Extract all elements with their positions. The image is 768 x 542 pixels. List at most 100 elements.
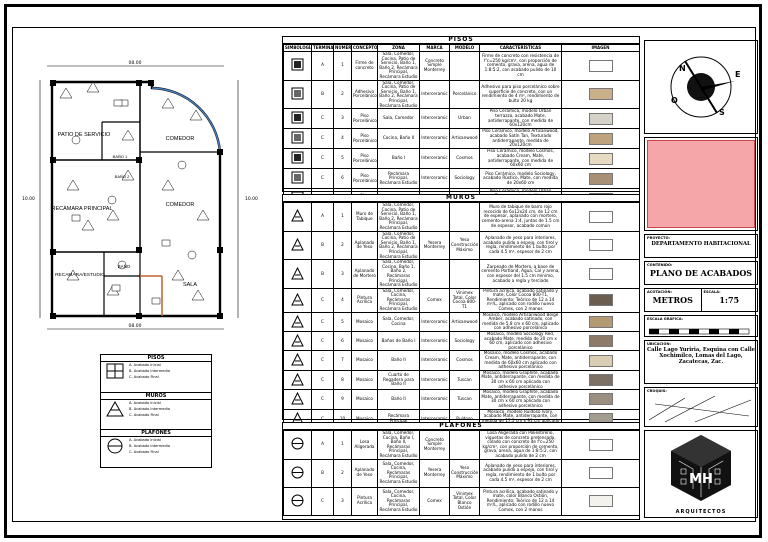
terminado-cell: A — [311, 202, 334, 232]
zona-cell: Sala, Comedor, Cocina, Recámaras Princip… — [377, 486, 420, 516]
col-header: MODELO — [449, 44, 480, 52]
concepto-cell: Adhesivo Porcelánico — [351, 79, 378, 110]
modelo-cell: Tuscan — [449, 389, 480, 410]
concepto-cell: Mosaico — [351, 331, 378, 352]
acotacion-escala-box: ACOTACIÓN: METROS ESCALA: 1:75 — [644, 288, 758, 312]
caracteristicas-cell: Aplanado de yeso para interiores, acabad… — [479, 230, 562, 261]
col-header: CONCEPTO — [351, 44, 378, 52]
concepto-cell: Piso Porcelánico — [351, 128, 378, 150]
muros-symbol-icon — [291, 391, 304, 405]
zona-cell: Sala, Comedor, Cocina, Recámaras Princip… — [377, 287, 420, 313]
zona-cell: Sala, Comedor, Cocina, Patio de Servicio… — [377, 202, 420, 232]
concepto-cell: Mosaico — [351, 389, 378, 410]
image-cell — [561, 51, 640, 81]
modelo-cell: Yeso Construcción Máximo — [449, 458, 480, 488]
modelo-cell: Urban — [449, 108, 480, 130]
modelo-cell: Vinimex Total, Color Blanco Ostión — [449, 486, 480, 516]
inner-frame — [12, 27, 756, 522]
marca-cell: Yesera Monterrey — [419, 230, 450, 261]
numero-cell: 2 — [333, 230, 352, 261]
symbol-cell — [283, 389, 312, 410]
symbol-cell — [283, 51, 312, 81]
legend-muros-line-3: C. Acabado Final — [129, 412, 159, 417]
pisos-grid: SIMBOLOGÍATERMINADONÚMEROCONCEPTOZONAMAR… — [283, 44, 640, 210]
finish-swatch — [588, 172, 613, 185]
contenido-value: PLANO DE ACABADOS — [649, 268, 753, 278]
compass-box: N S E O — [644, 40, 758, 134]
logo-text: MH — [689, 472, 713, 487]
image-cell — [561, 331, 640, 352]
proyecto-value: DEPARTAMENTO HABITACIONAL — [651, 241, 751, 247]
graphic-scale-bar — [648, 328, 750, 335]
marca-cell: Interceramic — [419, 168, 450, 190]
marca-cell: Comex — [419, 287, 450, 313]
terminado-cell: C — [311, 287, 334, 313]
numero-cell: 6 — [333, 168, 352, 190]
numero-cell: 1 — [333, 202, 352, 232]
caracteristicas-cell: Zarpeado de Mortero, a base de cemento P… — [479, 259, 562, 289]
dim-bottom: 08.00 — [129, 323, 142, 329]
caracteristicas-cell: Mosaico, modelo Sociology Red, acabado M… — [479, 331, 562, 352]
arquitectos-label: ARQUITECTOS — [675, 509, 727, 515]
finish-swatch — [588, 88, 613, 101]
contenido-box: CONTENIDO: PLANO DE ACABADOS — [644, 261, 758, 285]
image-cell — [561, 287, 640, 313]
terminado-cell: C — [311, 311, 334, 333]
col-header: ZONA — [377, 44, 420, 52]
symbol-cell — [283, 202, 312, 232]
logo-box: MH ARQUITECTOS — [644, 430, 758, 518]
muros-symbol-icon — [291, 266, 304, 280]
zona-cell: Sala, Comedor, Cocina, Baño 1, Baño 2, R… — [377, 259, 420, 289]
room-bano: BAÑO — [118, 263, 131, 269]
legend-plafones-line-1: A. Acabado Inicial — [129, 438, 161, 443]
symbol-cell — [283, 168, 312, 190]
legend-pisos-line-3: C. Acabado Final — [129, 375, 159, 379]
finish-swatch — [588, 132, 613, 145]
image-cell — [561, 369, 640, 391]
concepto-cell: Firme de concreto — [351, 51, 378, 81]
legend-plafones: PLAFONES A. Acabado Inicial B. Acabado I… — [101, 430, 211, 467]
numero-cell: 5 — [333, 148, 352, 170]
terminado-cell: C — [311, 128, 334, 150]
zona-cell: Sala, Comedor, Cocina, Patio de Servicio… — [377, 79, 420, 110]
compass-s: S — [719, 108, 725, 117]
acotacion-value: METROS — [652, 295, 693, 305]
pisos-table: PISOS SIMBOLOGÍATERMINADONÚMEROCONCEPTOZ… — [282, 36, 640, 210]
room-patio: PATIO DE SERVICIO — [58, 132, 111, 138]
modelo-cell: Sociology — [449, 168, 480, 190]
modelo-cell: Cosmos — [449, 148, 480, 170]
numero-cell: 5 — [333, 311, 352, 333]
compass-w: O — [671, 96, 678, 105]
legend-muros-title: MUROS — [101, 393, 211, 400]
terminado-cell: B — [311, 259, 334, 289]
terminado-cell: C — [311, 350, 334, 371]
numero-cell: 4 — [333, 287, 352, 313]
image-cell — [561, 128, 640, 150]
image-cell — [561, 79, 640, 110]
muros-title: MUROS — [283, 195, 639, 202]
symbol-cell — [283, 350, 312, 371]
croquis-label: CROQUIS: — [647, 389, 667, 393]
zona-cell: Sala, Comedor — [377, 108, 420, 130]
caracteristicas-cell: Mosaico, modelo Graphite, acabado Mate, … — [479, 389, 562, 410]
caracteristicas-cell: Losa Aligerada con Poliestireno, vigueta… — [479, 430, 562, 460]
numero-cell: 2 — [333, 79, 352, 110]
marca-cell: Interceramic — [419, 350, 450, 371]
plafones-symbol-icon — [291, 494, 304, 507]
marca-cell: Comex — [419, 486, 450, 516]
zona-cell: Sala, Comedor, Cocina — [377, 311, 420, 333]
caracteristicas-cell: Aplanado de yeso para interiores, acabad… — [479, 458, 562, 488]
muros-symbol-icon — [291, 209, 304, 222]
notes-area — [647, 140, 755, 228]
caracteristicas-cell: Pintura acrílica, acabado satinado y mat… — [479, 287, 562, 313]
proyecto-label: PROYECTO: — [647, 236, 670, 240]
marca-cell: Concreto Simple Monterrey — [419, 51, 450, 81]
concepto-cell: Pintura Acrílica — [351, 287, 378, 313]
notes-box — [644, 137, 758, 231]
room-comedor: COMEDOR — [166, 202, 195, 208]
firm-logo-icon: MH — [671, 435, 731, 501]
